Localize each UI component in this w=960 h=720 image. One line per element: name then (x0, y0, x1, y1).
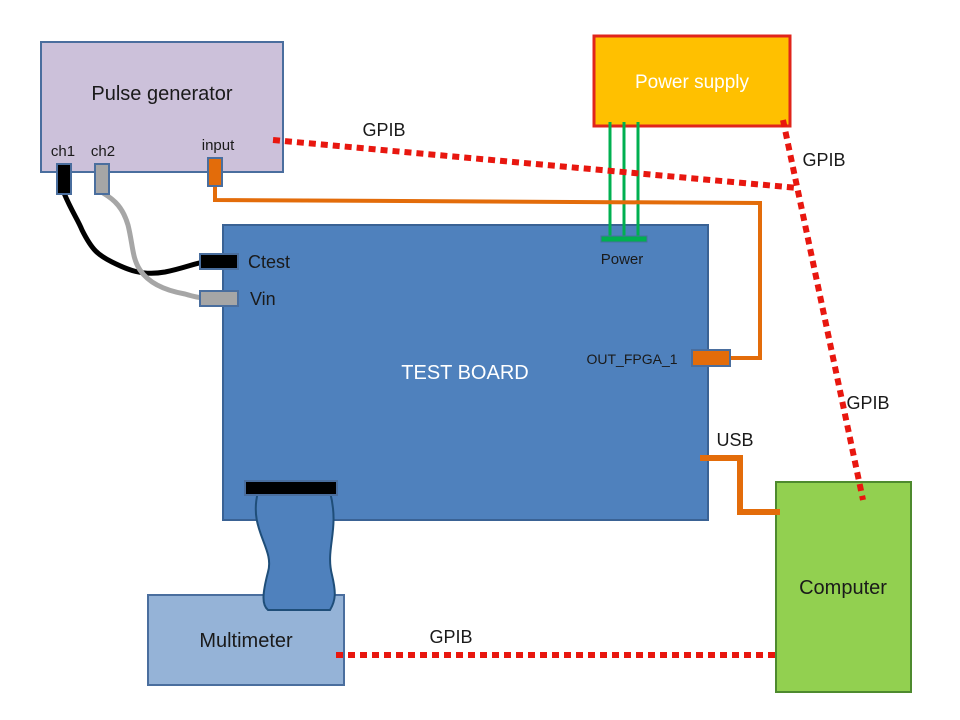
vin-connector (199, 290, 239, 307)
gpib-label-pulse: GPIB (362, 120, 405, 140)
ch1-label: ch1 (51, 143, 75, 160)
power-connector-label: Power (601, 251, 644, 268)
gpib-line-pulse-generator (272, 137, 799, 191)
pulse-generator-box (40, 41, 284, 173)
ctest-label: Ctest (248, 252, 290, 272)
input-connector (207, 157, 223, 187)
ch1-cable (61, 192, 206, 276)
ch2-connector (94, 163, 110, 195)
ctest-connector (199, 253, 239, 270)
power-supply-title: Power supply (635, 72, 750, 93)
usb-label: USB (716, 430, 753, 450)
out-fpga-label: OUT_FPGA_1 (586, 351, 677, 367)
power-connector (600, 235, 648, 243)
ch2-cable (101, 190, 206, 301)
ribbon-cable (254, 491, 336, 611)
ribbon-connector (244, 480, 338, 496)
input-cable (213, 185, 762, 360)
gpib-label-power: GPIB (802, 150, 845, 170)
computer-box (775, 481, 912, 693)
test-board-title: TEST BOARD (401, 362, 528, 384)
out-fpga-connector (691, 349, 731, 367)
vin-label: Vin (250, 289, 276, 309)
usb-cable (700, 455, 780, 515)
input-label: input (202, 137, 235, 154)
ch2-label: ch2 (91, 143, 115, 160)
gpib-line-power-supply (780, 119, 866, 501)
gpib-label-computer: GPIB (846, 393, 889, 413)
gpib-label-multimeter: GPIB (429, 627, 472, 647)
computer-title: Computer (799, 577, 887, 599)
multimeter-title: Multimeter (199, 630, 293, 652)
test-board-box (222, 224, 709, 521)
power-supply-box (592, 34, 792, 128)
pulse-generator-title: Pulse generator (91, 83, 233, 105)
ch1-connector (56, 163, 72, 195)
